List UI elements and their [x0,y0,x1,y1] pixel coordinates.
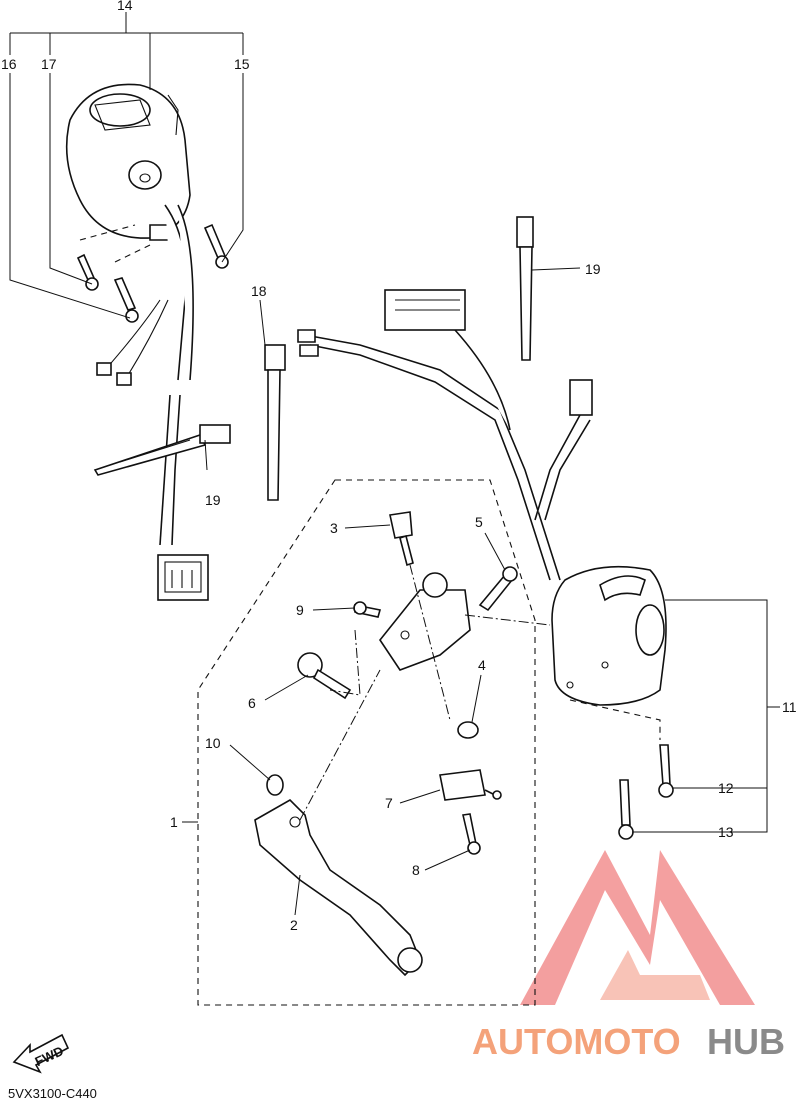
callout-6: 6 [248,695,256,711]
callout-1: 1 [170,814,178,830]
callout-9: 9 [296,602,304,618]
cable-tie-right [516,216,534,361]
lever-assembly-outline [197,479,536,1006]
callout-10: 10 [205,735,221,751]
callout-19-right: 19 [585,261,601,277]
callout-2: 2 [290,917,298,933]
watermark-part1: AUTOMOTO [472,1021,681,1062]
fwd-arrow: FWD [12,1033,70,1074]
leader-lines [9,12,780,916]
callout-3: 3 [330,520,338,536]
callout-19-left: 19 [205,492,221,508]
callout-11: 11 [782,699,797,715]
callout-8: 8 [412,862,420,878]
right-handlebar-switch [551,565,667,740]
watermark-logo [520,850,755,1005]
callout-7: 7 [385,795,393,811]
cable-tie-18 [264,344,286,501]
callout-17: 17 [41,56,57,72]
callout-13: 13 [718,824,734,840]
callout-12: 12 [718,780,734,796]
lever-assembly [254,511,551,977]
watermark-text: AUTOMOTO HUB [472,1021,785,1062]
callout-16: 16 [1,56,17,72]
cable-tie-left [93,424,231,476]
diagram-code: 5VX3100-C440 [8,1086,97,1101]
watermark-part2: HUB [707,1021,785,1062]
callout-15: 15 [234,56,250,72]
fwd-label: FWD [33,1043,66,1069]
callout-5: 5 [475,514,483,530]
callout-18: 18 [251,283,267,299]
left-switch-harness [96,204,209,601]
callout-labels: 1 2 3 4 5 6 7 8 9 10 11 12 13 14 15 16 1… [1,0,797,933]
switch-screws [76,223,229,323]
callout-4: 4 [478,657,486,673]
left-handlebar-switch [65,83,191,241]
callout-14: 14 [117,0,133,13]
right-switch-harness [297,289,593,581]
right-switch-screws [618,744,674,840]
